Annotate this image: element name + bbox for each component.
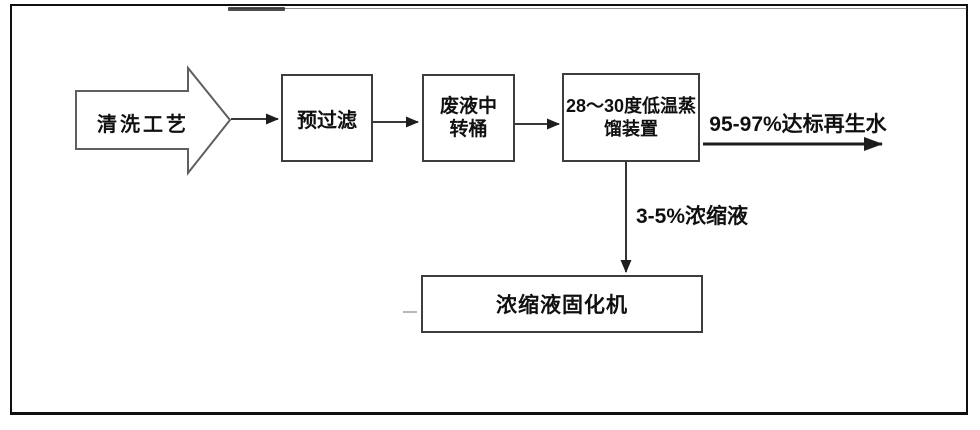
source-block-arrow-shape	[75, 65, 232, 176]
node-transfer: 废液中 转桶	[422, 74, 515, 162]
node-distill-text-line1: 28～30度低温蒸	[565, 95, 697, 116]
diagram-border	[10, 4, 968, 415]
scan-artifact-line	[230, 8, 967, 9]
node-transfer-text-line1: 废液中	[439, 96, 497, 117]
node-solidifier-text: 浓缩液固化机	[496, 294, 628, 317]
label-concentrate: 3-5%浓缩液	[636, 205, 749, 228]
node-source-label: 清洗工艺	[84, 108, 202, 137]
node-distill: 28～30度低温蒸 馏装置	[562, 73, 700, 162]
scan-artifact-smudge	[228, 7, 285, 11]
node-prefilter: 预过滤	[281, 74, 373, 162]
node-transfer-text-line2: 转桶	[449, 119, 488, 140]
node-distill-text-line2: 馏装置	[604, 118, 658, 139]
node-prefilter-text: 预过滤	[297, 109, 357, 132]
node-source-text: 清洗工艺	[97, 114, 189, 136]
label-regenerated-water: 95-97%达标再生水	[709, 113, 887, 136]
node-solidifier: 浓缩液固化机	[421, 275, 703, 333]
scan-artifact-dash	[403, 311, 417, 313]
